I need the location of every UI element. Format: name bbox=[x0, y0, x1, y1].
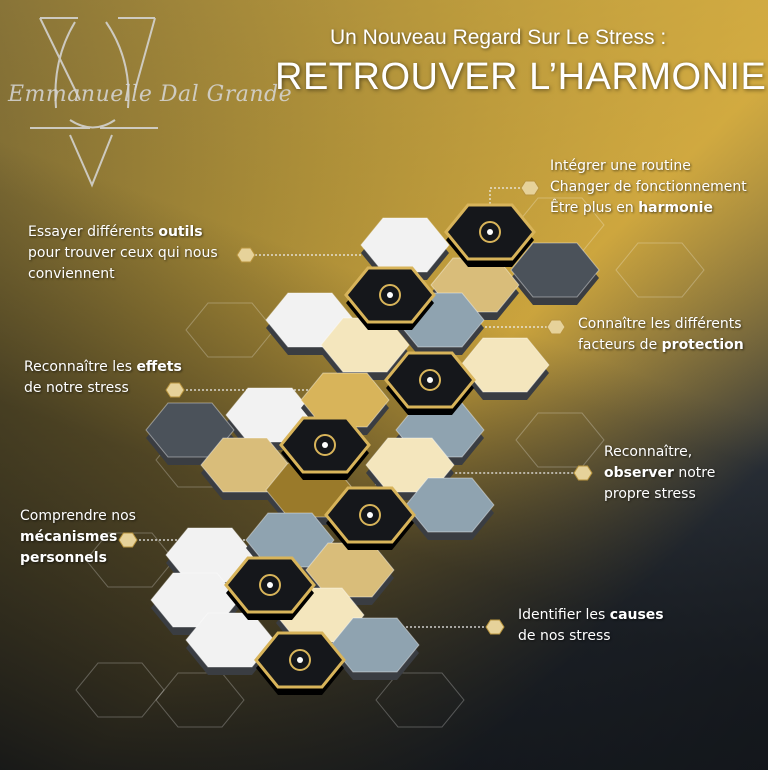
text: Être plus en bbox=[550, 200, 639, 216]
logo-text: Emmanuelle Dal Grande bbox=[8, 82, 293, 107]
hex-outline bbox=[515, 412, 605, 468]
logo-emblem bbox=[30, 17, 158, 188]
bold-text: mécanismes bbox=[20, 529, 118, 545]
callout-observer: Reconnaître, observer notre propre stres… bbox=[604, 442, 715, 505]
hex-outline bbox=[75, 662, 165, 718]
marker-hexagon-icon bbox=[573, 465, 593, 481]
callout-harmonie: Intégrer une routine Changer de fonction… bbox=[550, 156, 747, 219]
callout-line: conviennent bbox=[28, 266, 115, 282]
callout-line: facteurs de protection bbox=[578, 335, 744, 356]
callout-line: Comprendre nos bbox=[20, 508, 136, 524]
marker-hexagon-icon bbox=[236, 247, 256, 263]
bold-text: observer bbox=[604, 465, 674, 481]
sun-eye-icon bbox=[444, 203, 536, 267]
text: Essayer différents bbox=[28, 224, 159, 240]
callout-mecanismes: Comprendre nos mécanismes personnels bbox=[20, 506, 136, 569]
marker-hexagon-icon bbox=[520, 180, 540, 196]
callout-line: Reconnaître, bbox=[604, 444, 693, 460]
bold-text: personnels bbox=[20, 550, 107, 566]
text: Reconnaître les bbox=[24, 359, 137, 375]
text: facteurs de bbox=[578, 337, 662, 353]
callout-line: de notre stress bbox=[24, 380, 129, 396]
callout-effets: Reconnaître les effets de notre stress bbox=[24, 357, 182, 399]
pencil-icon bbox=[324, 486, 416, 550]
bold-text: harmonie bbox=[638, 200, 713, 216]
callout-line: Essayer différents outils bbox=[28, 222, 218, 243]
storm-cloud-icon bbox=[279, 416, 371, 480]
callout-protection: Connaître les différents facteurs de pro… bbox=[578, 314, 744, 356]
marker-hexagon-icon bbox=[165, 382, 185, 398]
callout-line: pour trouver ceux qui nous bbox=[28, 245, 218, 261]
hex-tile bbox=[185, 612, 275, 675]
callout-line: Identifier les causes bbox=[518, 605, 664, 626]
network-icon bbox=[344, 266, 436, 330]
hex-tile bbox=[145, 402, 235, 465]
hex-tile bbox=[330, 617, 420, 680]
hex-outline bbox=[375, 672, 465, 728]
callout-line: de nos stress bbox=[518, 628, 611, 644]
callout-line: Intégrer une routine bbox=[550, 158, 691, 174]
hex-tile bbox=[510, 242, 600, 305]
text: Identifier les bbox=[518, 607, 610, 623]
callout-outils: Essayer différents outils pour trouver c… bbox=[28, 222, 218, 285]
callout-line: Connaître les différents bbox=[578, 316, 742, 332]
hex-outline bbox=[615, 242, 705, 298]
callout-line: Être plus en harmonie bbox=[550, 198, 747, 219]
text: notre bbox=[673, 465, 716, 481]
hex-outline bbox=[185, 302, 275, 358]
magnifier-icon bbox=[254, 631, 346, 695]
marker-hexagon-icon bbox=[485, 619, 505, 635]
callout-line: Changer de fonctionnement bbox=[550, 179, 747, 195]
hex-outline bbox=[155, 672, 245, 728]
marker-hexagon-icon bbox=[546, 319, 566, 335]
callout-line: Reconnaître les effets bbox=[24, 357, 182, 378]
hex-tile bbox=[320, 317, 410, 380]
umbrella-icon bbox=[384, 351, 476, 415]
subtitle: Un Nouveau Regard Sur Le Stress : bbox=[330, 26, 667, 49]
hex-tile bbox=[200, 437, 290, 500]
hex-tile bbox=[405, 477, 495, 540]
bold-text: causes bbox=[609, 607, 664, 623]
marker-hexagon-icon bbox=[118, 532, 138, 548]
callout-line: observer notre bbox=[604, 463, 715, 484]
callout-line: propre stress bbox=[604, 486, 696, 502]
callout-line: mécanismes bbox=[20, 527, 136, 548]
bold-text: effets bbox=[136, 359, 182, 375]
callout-line: personnels bbox=[20, 548, 136, 569]
bold-text: protection bbox=[661, 337, 744, 353]
hex-tile bbox=[460, 337, 550, 400]
lightbulb-icon bbox=[224, 556, 316, 620]
bold-text: outils bbox=[158, 224, 203, 240]
callout-causes: Identifier les causes de nos stress bbox=[518, 605, 664, 647]
page-title: RETROUVER L’HARMONIE bbox=[275, 56, 767, 98]
